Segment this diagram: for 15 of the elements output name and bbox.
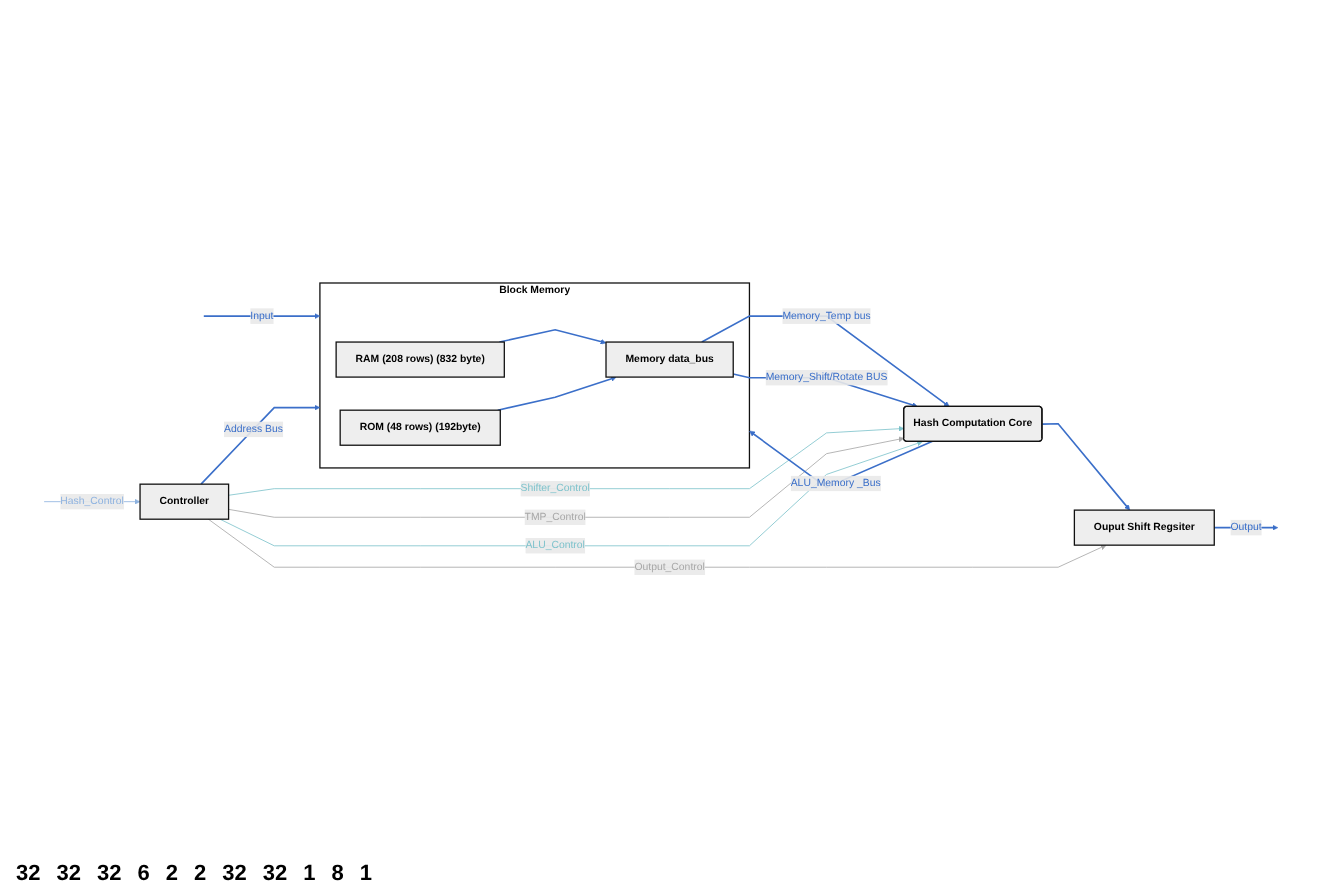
bus-width-label: 1 bbox=[303, 862, 316, 886]
bus-width-label: 32 bbox=[262, 862, 288, 886]
bus-width-label: 32 bbox=[97, 862, 122, 886]
bus-width-label: 8 bbox=[331, 862, 344, 886]
arrow bbox=[200, 404, 321, 485]
arrow bbox=[496, 376, 617, 411]
arrow bbox=[498, 328, 607, 345]
bus-width-label: 32 bbox=[16, 862, 41, 886]
bus-width-label: 2 bbox=[165, 862, 178, 886]
arrow bbox=[1041, 423, 1131, 511]
bus-width-label: 32 bbox=[56, 862, 81, 886]
bus-width-label: 32 bbox=[222, 862, 247, 886]
bus-width-label: 6 bbox=[137, 862, 150, 886]
bus-width-label: 1 bbox=[359, 862, 372, 886]
bus-width-label: 2 bbox=[194, 862, 207, 886]
